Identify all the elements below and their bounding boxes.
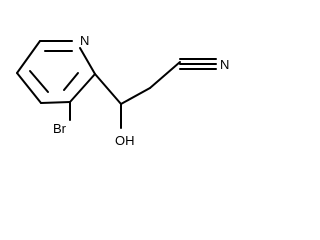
- structure-diagram: N Br OH N: [16, 33, 230, 148]
- bond-ch2-c-nitrile: [149, 61, 181, 89]
- bond-ring-c2-c3: [69, 73, 96, 103]
- bond-ring-c5-c6: [16, 40, 41, 74]
- bond-ring-c4-c5-inner: [29, 70, 49, 93]
- atom-bromine: Br: [53, 121, 67, 136]
- molecule-svg: N Br OH N: [16, 33, 229, 148]
- bond-ring-c3-c4: [40, 101, 71, 104]
- bond-ring-c3-c3-inner: [63, 72, 79, 91]
- bond-ring-c4-c5: [16, 72, 42, 104]
- atom-ring-nitrogen: N: [80, 33, 89, 48]
- bond-ring-n-c2: [79, 47, 96, 75]
- bond-choh-ch2: [120, 87, 151, 105]
- bond-c2-choh: [94, 73, 122, 105]
- atom-hydroxyl: OH: [115, 133, 135, 148]
- atom-nitrile-nitrogen: N: [220, 57, 229, 72]
